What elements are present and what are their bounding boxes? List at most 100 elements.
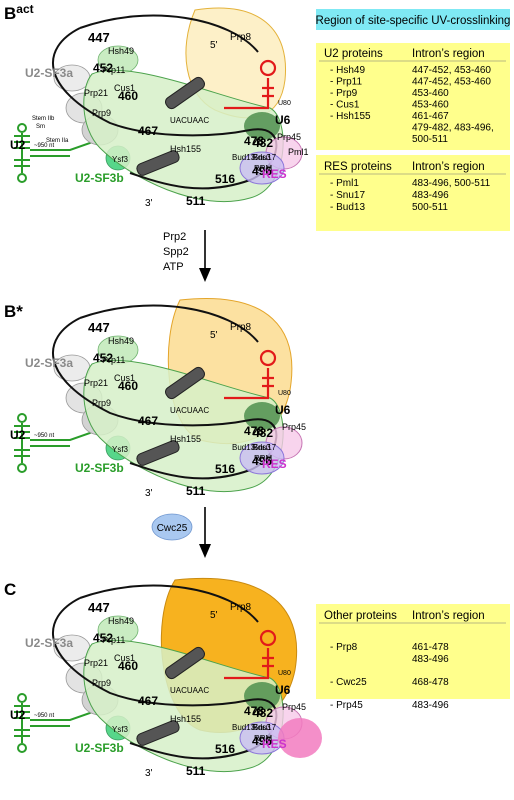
table-cell-protein: - Prp9 — [330, 88, 358, 99]
label-n496-p1: 496 — [252, 454, 272, 468]
table-cell-region: 483-496, 500-511 — [412, 178, 491, 189]
label-rds3-p1: Rds3 — [252, 443, 271, 452]
label-prp11-p2: Prp11 — [102, 635, 125, 645]
label-prp45-p2: Prp45 — [282, 702, 306, 712]
label-n447-p1: 447 — [88, 320, 110, 335]
res-table-head-1: RES proteins — [324, 161, 392, 173]
label-n452-p1: 452 — [93, 351, 113, 365]
transition-1-line-2: Spp2 — [163, 246, 189, 258]
label-u2sf3b-p0: U2-SF3b — [75, 171, 124, 185]
complex-bstar — [12, 298, 304, 493]
label-bud13-p1: Bud13 — [232, 443, 256, 452]
label-n478-p1: 478 — [244, 424, 264, 438]
label-n482-p2: 482 — [253, 706, 273, 720]
table-cell-region: 483-496 — [412, 190, 449, 201]
other-table-head-2: Intron’s region — [412, 610, 485, 622]
table-cell-protein: - Snu17 — [330, 190, 365, 201]
label-prp45-p1: Prp45 — [282, 422, 306, 432]
label-n482-p1: 482 — [253, 426, 273, 440]
label-hsh49-p0: Hsh49 — [108, 46, 134, 56]
label-rds3-p2: Rds3 — [252, 723, 271, 732]
label-n467-p2: 467 — [138, 694, 158, 708]
label-prp21-p0: Prp21 — [84, 88, 108, 98]
label-u6-p2: U6 — [275, 683, 291, 697]
table-cell-region: 461-478 — [412, 642, 449, 653]
label-n478-p0: 478 — [244, 134, 264, 148]
label-u80-p0: U80 — [278, 100, 291, 107]
label-950nt-p2: ~950 nt — [34, 713, 55, 719]
label-ysf3-p2: Ysf3 — [112, 725, 129, 734]
label-hsh49-p1: Hsh49 — [108, 336, 134, 346]
transition-2: Cwc25 — [151, 507, 211, 558]
label-sm: Sm — [36, 124, 45, 130]
label-n460-p0: 460 — [118, 89, 138, 103]
label-n511-p1: 511 — [186, 484, 206, 498]
label-n516-p0: 516 — [215, 172, 235, 186]
table-cell-region: 468-478 — [412, 677, 449, 688]
label-prp8-p0: Prp8 — [230, 32, 252, 43]
label-n460-p2: 460 — [118, 659, 138, 673]
label-prp8-p1: Prp8 — [230, 322, 252, 333]
label-u2sf3a-p0: U2-SF3a — [25, 66, 73, 80]
uv-header-text: Region of site-specific UV-crosslinking — [316, 15, 511, 27]
label-pml1-p0: Pml1 — [288, 147, 309, 157]
label-n452-p2: 452 — [93, 631, 113, 645]
panel-label-bact: Bact — [4, 2, 34, 23]
label-three-p1: 3' — [145, 488, 153, 499]
diagram-labels: 447452460467478482496511516Prp8Hsh49Prp1… — [10, 30, 309, 779]
label-n516-p2: 516 — [215, 742, 235, 756]
label-cus1-p1: Cus1 — [114, 373, 135, 383]
label-bud13-p0: Bud13 — [232, 153, 256, 162]
label-hsh155-p1: Hsh155 — [170, 434, 201, 444]
table-cell-protein: - Prp45 — [330, 700, 363, 711]
label-prp11-p1: Prp11 — [102, 355, 125, 365]
table-cell-region: 453-460 — [412, 88, 449, 99]
label-u6-p0: U6 — [275, 113, 291, 127]
label-u2sf3a-p2: U2-SF3a — [25, 636, 73, 650]
label-prp9-p0: Prp9 — [92, 108, 111, 118]
label-res-p1: RES — [262, 457, 287, 471]
label-hsh155-p0: Hsh155 — [170, 144, 201, 154]
table-cell-protein: - Bud13 — [330, 202, 365, 213]
label-n467-p0: 467 — [138, 124, 158, 138]
label-stem-iib: Stem IIb — [32, 116, 55, 122]
label-rrm-p2: RRM — [254, 734, 273, 743]
label-snu17-p0: Snu17 — [253, 153, 277, 162]
label-u6-p1: U6 — [275, 403, 291, 417]
complex-bact — [12, 7, 304, 203]
other-table-bg — [316, 604, 510, 699]
label-n496-p2: 496 — [252, 734, 272, 748]
label-n496-p0: 496 — [252, 164, 272, 178]
label-hsh49-p2: Hsh49 — [108, 616, 134, 626]
label-ysf3-p1: Ysf3 — [112, 445, 129, 454]
label-n478-p2: 478 — [244, 704, 264, 718]
panel-label-bstar: B* — [4, 302, 23, 321]
label-res-p2: RES — [262, 737, 287, 751]
label-prp11-p0: Prp11 — [102, 65, 125, 75]
label-u2-p2: U2 — [10, 708, 26, 722]
label-n467-p1: 467 — [138, 414, 158, 428]
table-cell-protein: - Prp11 — [330, 77, 362, 88]
complex-c — [12, 578, 322, 773]
label-950nt-p1: ~950 nt — [34, 433, 55, 439]
uv-header-box — [316, 9, 510, 30]
label-stem-iia: Stem IIa — [46, 138, 69, 144]
label-n511-p2: 511 — [186, 764, 206, 778]
u2-table-head-1: U2 proteins — [324, 48, 383, 60]
table-cell-region: 483-496 — [412, 700, 449, 711]
table-cell-region: 483-496 — [412, 654, 449, 665]
table-cell-region: 461-467 — [412, 111, 449, 122]
transition-2-arrow-head — [199, 544, 211, 558]
label-snu17-p1: Snu17 — [253, 443, 277, 452]
table-cell-region: 453-460 — [412, 100, 449, 111]
table-cell-region: 479-482, 483-496, — [412, 123, 494, 134]
label-u2-p0: U2 — [10, 138, 26, 152]
label-uacuaac-p1: UACUAAC — [170, 406, 209, 415]
label-cus1-p0: Cus1 — [114, 83, 135, 93]
label-n511-p0: 511 — [186, 194, 206, 208]
label-prp21-p1: Prp21 — [84, 378, 108, 388]
